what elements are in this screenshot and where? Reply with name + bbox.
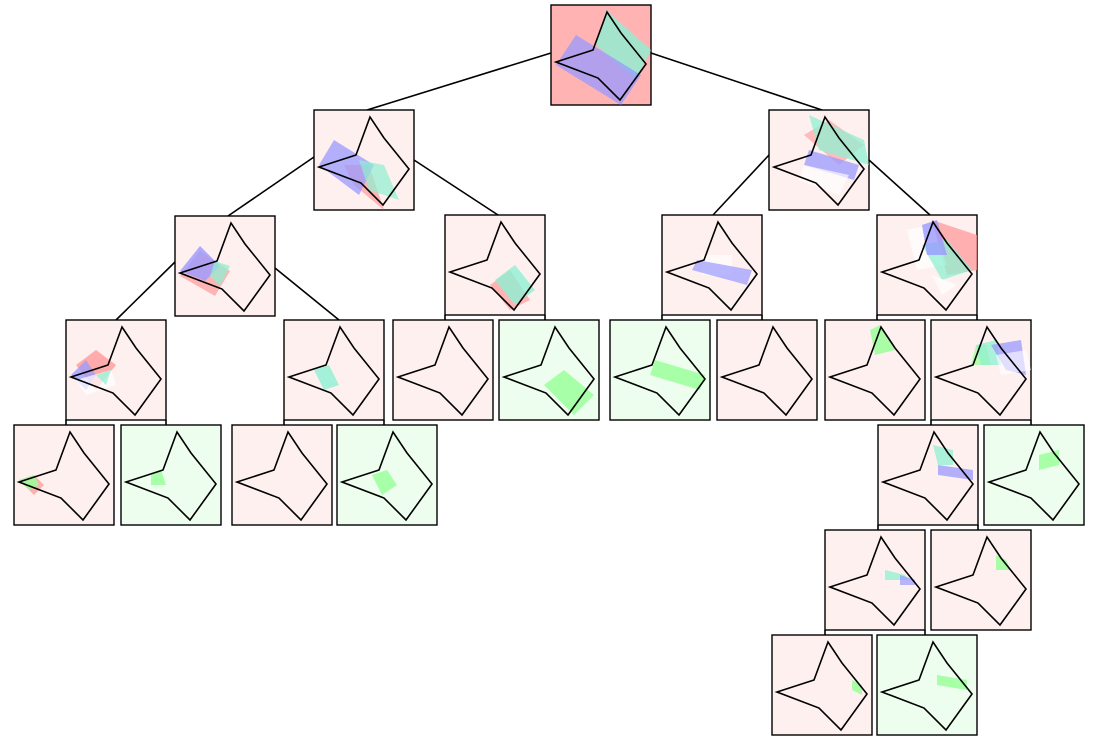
tree-node-n14	[824, 319, 926, 421]
tree-node-n21	[983, 424, 1085, 526]
region-blue-1	[938, 465, 973, 480]
region-blue-2	[804, 150, 859, 180]
tree-node-n3	[768, 109, 870, 211]
tree-node-n22	[824, 529, 926, 631]
tree-node-n8	[65, 319, 167, 421]
radar-outline	[880, 430, 975, 522]
radar-outline	[827, 325, 922, 417]
radar-outline	[316, 115, 411, 207]
tree-node-n4	[174, 215, 276, 317]
edge-n2-n5	[413, 159, 499, 216]
node-box	[716, 319, 818, 421]
tree-node-n15	[930, 319, 1032, 421]
tree-node-n12	[609, 319, 711, 421]
region-blue-3	[922, 220, 947, 255]
radar-outline	[612, 325, 707, 417]
radar-outline	[16, 430, 111, 522]
tree-node-n25	[876, 634, 978, 736]
region-green-0	[1039, 450, 1059, 470]
region-green-0	[650, 360, 705, 390]
region-blue-1	[556, 35, 641, 105]
radar-outline	[774, 640, 869, 732]
region-white-3	[799, 165, 849, 195]
tree-node-n7	[876, 214, 978, 316]
tree-node-n5	[444, 214, 546, 316]
tree-node-n1	[550, 4, 652, 106]
radar-outline	[664, 220, 759, 312]
region-teal-0	[314, 365, 339, 390]
radar-outline	[286, 325, 381, 417]
tree-node-n16	[13, 424, 115, 526]
radar-outline	[447, 220, 542, 312]
radar-outline	[501, 325, 596, 417]
radar-outline	[771, 115, 866, 207]
radar-outline	[395, 325, 490, 417]
tree-node-n13	[716, 319, 818, 421]
region-green-0	[151, 470, 166, 485]
tree-node-n19	[336, 424, 438, 526]
radar-outline	[879, 220, 974, 312]
tree-node-n6	[661, 214, 763, 316]
radar-outline	[986, 430, 1081, 522]
edge-n1-n2	[366, 52, 552, 111]
edge-n3-n6	[712, 154, 770, 216]
tree-node-n17	[120, 424, 222, 526]
region-blue-1	[319, 140, 374, 195]
radar-outline	[234, 430, 329, 522]
radar-outline	[719, 325, 814, 417]
region-blue-1	[180, 246, 220, 281]
radar-outline	[339, 430, 434, 522]
radar-outline	[553, 10, 648, 102]
region-teal-1	[809, 115, 869, 165]
tree-nodes	[13, 4, 1085, 736]
edge-n1-n3	[650, 52, 823, 111]
tree-node-n24	[771, 634, 873, 736]
tree-node-n20	[877, 424, 979, 526]
radar-outline	[177, 221, 272, 313]
tree-node-n11	[498, 319, 600, 421]
region-teal-2	[210, 261, 230, 286]
region-teal-0	[933, 445, 953, 465]
edge-n4-n8	[115, 261, 176, 321]
region-white-4	[932, 275, 957, 295]
tree-node-n23	[930, 529, 1032, 631]
node-box	[930, 529, 1032, 631]
region-blue-1	[900, 575, 915, 585]
radar-outline	[827, 535, 922, 627]
node-box	[983, 424, 1085, 526]
radar-outline	[123, 430, 218, 522]
tree-node-n2	[313, 109, 415, 211]
node-box	[231, 424, 333, 526]
tree-node-n18	[231, 424, 333, 526]
node-box	[13, 424, 115, 526]
region-teal-0	[596, 10, 651, 80]
region-green-0	[372, 470, 397, 495]
node-box	[120, 424, 222, 526]
edge-n4-n9	[274, 267, 340, 321]
region-green-1	[19, 475, 39, 490]
region-green-0	[870, 325, 895, 355]
radar-outline	[879, 640, 974, 732]
radar-outline	[68, 325, 163, 417]
edge-n3-n7	[868, 159, 931, 216]
region-teal-3	[96, 370, 111, 385]
region-green-0	[544, 370, 594, 415]
tree-edges	[65, 52, 1032, 635]
node-box	[283, 319, 385, 421]
radar-outline	[933, 325, 1028, 417]
node-box	[392, 319, 494, 421]
tree-node-n10	[392, 319, 494, 421]
radar-outline	[933, 535, 1028, 627]
edge-n2-n4	[227, 156, 315, 217]
node-box	[876, 634, 978, 736]
region-blue-1	[692, 260, 752, 285]
tree-node-n9	[283, 319, 385, 421]
